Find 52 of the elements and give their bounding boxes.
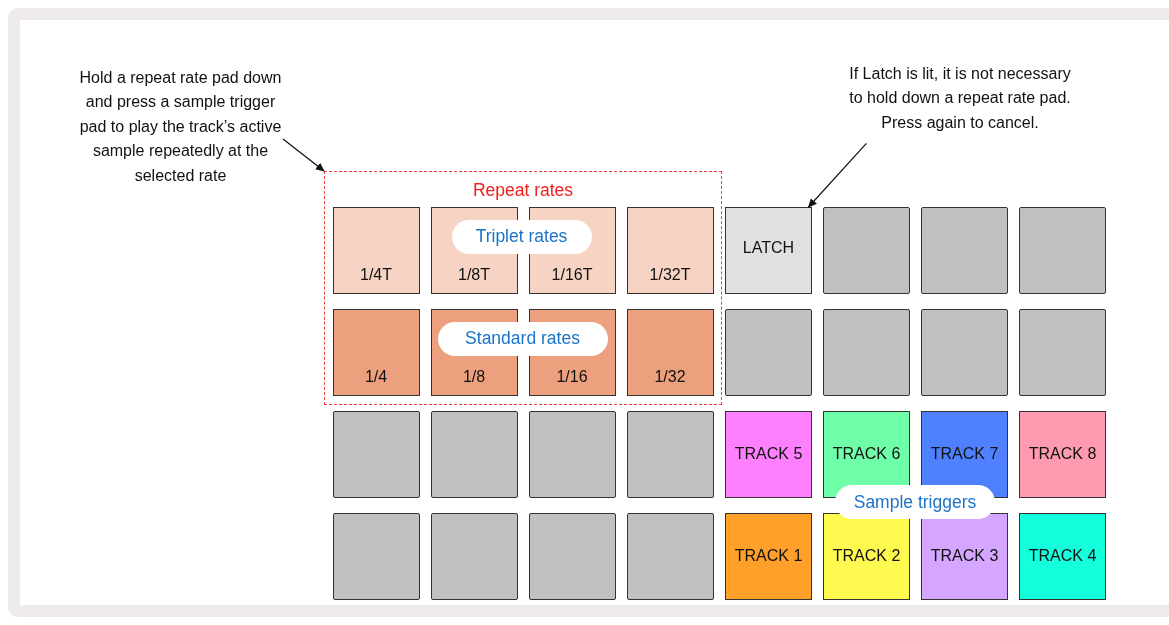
pad-label: 1/16T xyxy=(550,265,594,284)
pad xyxy=(823,207,910,294)
pad-label: 1/32T xyxy=(648,265,692,284)
pad xyxy=(431,513,518,600)
pad-label: 1/32 xyxy=(653,367,687,386)
pad xyxy=(1019,207,1106,294)
pad xyxy=(332,308,420,396)
group-label: Standard rates xyxy=(437,321,608,356)
pad xyxy=(823,513,910,600)
pad xyxy=(823,309,910,396)
pad-label: 1/4 xyxy=(363,367,389,386)
pad-label: TRACK 1 xyxy=(733,547,804,565)
callout-note: Hold a repeat rate pad down and press a sample trigger pad to play the track’s active sample repeatedly at the selected rate xyxy=(78,66,283,212)
pad-label: LATCH xyxy=(741,239,796,257)
pad-label: TRACK 7 xyxy=(929,445,1000,463)
pad xyxy=(332,206,420,294)
pad xyxy=(626,206,714,294)
pad xyxy=(529,513,616,600)
pad xyxy=(1019,513,1106,600)
pad xyxy=(627,411,714,498)
pad xyxy=(725,411,812,498)
pad-label: TRACK 3 xyxy=(929,547,1000,565)
pad-label: 1/8 xyxy=(461,367,487,386)
pad-label: 1/8T xyxy=(457,265,491,284)
group-heading: Repeat rates xyxy=(471,180,575,201)
pad xyxy=(626,308,714,396)
pad-label: TRACK 4 xyxy=(1027,547,1098,565)
pad xyxy=(333,513,420,600)
pad-label: TRACK 6 xyxy=(831,445,902,463)
pad-label: 1/16 xyxy=(555,367,589,386)
pad xyxy=(921,207,1008,294)
pad xyxy=(921,513,1008,600)
pad xyxy=(1019,309,1106,396)
pad xyxy=(333,411,420,498)
arrow xyxy=(282,138,325,172)
arrow xyxy=(807,142,867,208)
pad-label: 1/4T xyxy=(359,265,393,284)
pad xyxy=(725,309,812,396)
group-label: Sample triggers xyxy=(835,485,995,519)
dashed-group-frame xyxy=(324,171,722,405)
pad xyxy=(921,309,1008,396)
group-label: Triplet rates xyxy=(451,219,592,254)
pad xyxy=(1019,411,1106,498)
pad xyxy=(529,411,616,498)
pad xyxy=(725,207,812,294)
pad-label: TRACK 2 xyxy=(831,547,902,565)
pad xyxy=(431,411,518,498)
pad-label: TRACK 8 xyxy=(1027,445,1098,463)
pad-label: TRACK 5 xyxy=(733,445,804,463)
callout-note: If Latch is lit, it is not necessary to hold down a repeat rate pad. Press again to cancel. xyxy=(843,62,1077,160)
pad xyxy=(725,513,812,600)
pad xyxy=(627,513,714,600)
